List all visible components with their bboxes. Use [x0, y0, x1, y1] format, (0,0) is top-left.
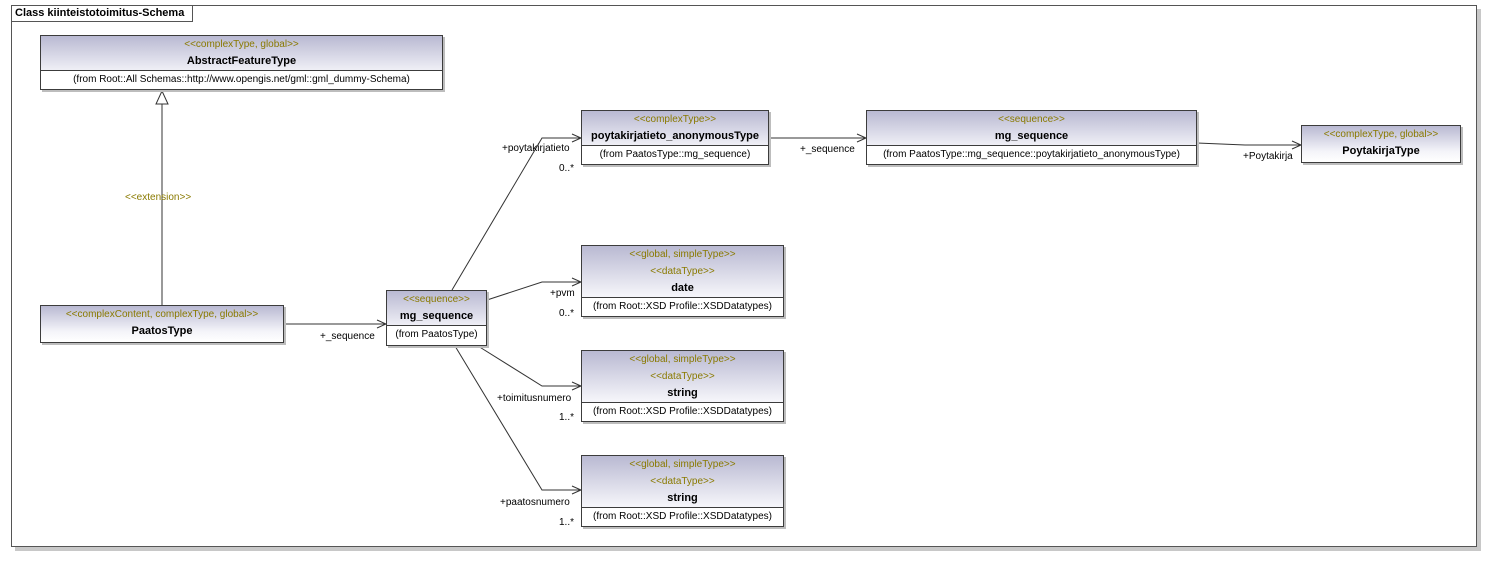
class-origin: (from Root::XSD Profile::XSDDatatypes)	[582, 402, 783, 421]
role-sequence-label: +_sequence	[320, 331, 375, 342]
class-abstractfeaturetype[interactable]: <<complexType, global>> AbstractFeatureT…	[40, 35, 443, 90]
extension-label: <<extension>>	[125, 192, 192, 203]
multiplicity-toimitusnumero: 1..*	[559, 412, 575, 423]
class-date[interactable]: <<global, simpleType>> <<dataType>> date…	[581, 245, 784, 317]
stereotype: <<sequence>>	[998, 114, 1065, 125]
class-poytakirjatieto-anonymoustype[interactable]: <<complexType>> poytakirjatieto_anonymou…	[581, 110, 769, 165]
class-origin: (from Root::All Schemas::http://www.open…	[41, 70, 442, 89]
class-name: mg_sequence	[994, 130, 1069, 142]
multiplicity-poytakirjatieto: 0..*	[559, 163, 575, 174]
stereotype: <<global, simpleType>>	[629, 354, 736, 365]
diagram-title: Class kiinteistotoimitus-Schema	[12, 6, 194, 22]
class-name: string	[667, 492, 698, 504]
class-name: date	[671, 282, 694, 294]
stereotype: <<sequence>>	[403, 294, 470, 305]
role-sequence-anon-label: +_sequence	[800, 144, 855, 155]
role-paatosnumero-label: +paatosnumero	[500, 497, 570, 508]
stereotype: <<complexType>>	[633, 114, 717, 125]
stereotype: <<global, simpleType>>	[629, 459, 736, 470]
stereotype: <<complexType, global>>	[1323, 129, 1439, 140]
assoc-pvm	[486, 281, 581, 301]
multiplicity-paatosnumero: 1..*	[559, 517, 575, 528]
class-name: string	[667, 387, 698, 399]
class-string-toimitusnumero[interactable]: <<global, simpleType>> <<dataType>> stri…	[581, 350, 784, 422]
class-origin: (from PaatosType::mg_sequence)	[582, 145, 768, 164]
assoc-poytakirjatieto	[451, 137, 581, 291]
stereotype: <<global, simpleType>>	[629, 249, 736, 260]
assoc-toimitusnumero	[477, 345, 581, 387]
class-origin: (from PaatosType::mg_sequence::poytakirj…	[867, 145, 1196, 164]
role-poytakirja-label: +Poytakirja	[1243, 151, 1293, 162]
class-name: PaatosType	[131, 325, 193, 337]
class-name: poytakirjatieto_anonymousType	[591, 130, 759, 142]
class-mg-sequence[interactable]: <<sequence>> mg_sequence (from PaatosTyp…	[386, 290, 487, 346]
class-origin: (from Root::XSD Profile::XSDDatatypes)	[582, 507, 783, 526]
class-origin: (from PaatosType)	[387, 325, 486, 344]
class-name: PoytakirjaType	[1342, 145, 1420, 157]
class-origin: (from Root::XSD Profile::XSDDatatypes)	[582, 297, 783, 316]
stereotype-datatype: <<dataType>>	[650, 266, 715, 277]
role-poytakirjatieto-label: +poytakirjatieto	[502, 143, 570, 154]
class-mg-sequence-anonymous[interactable]: <<sequence>> mg_sequence (from PaatosTyp…	[866, 110, 1197, 165]
class-paatostype[interactable]: <<complexContent, complexType, global>> …	[40, 305, 284, 343]
generalization-arrowhead	[155, 89, 169, 105]
assoc-paatosnumero	[454, 345, 581, 491]
stereotype-datatype: <<dataType>>	[650, 476, 715, 487]
class-name: AbstractFeatureType	[186, 55, 297, 67]
multiplicity-pvm: 0..*	[559, 308, 575, 319]
class-name: mg_sequence	[399, 310, 474, 322]
class-string-paatosnumero[interactable]: <<global, simpleType>> <<dataType>> stri…	[581, 455, 784, 527]
class-poytakirjatype[interactable]: <<complexType, global>> PoytakirjaType	[1301, 125, 1461, 163]
assoc-poytakirja	[1196, 142, 1301, 146]
stereotype-datatype: <<dataType>>	[650, 371, 715, 382]
role-pvm-label: +pvm	[550, 288, 575, 299]
stereotype: <<complexType, global>>	[184, 39, 299, 50]
stereotype: <<complexContent, complexType, global>>	[65, 309, 259, 320]
role-toimitusnumero-label: +toimitusnumero	[497, 393, 572, 404]
